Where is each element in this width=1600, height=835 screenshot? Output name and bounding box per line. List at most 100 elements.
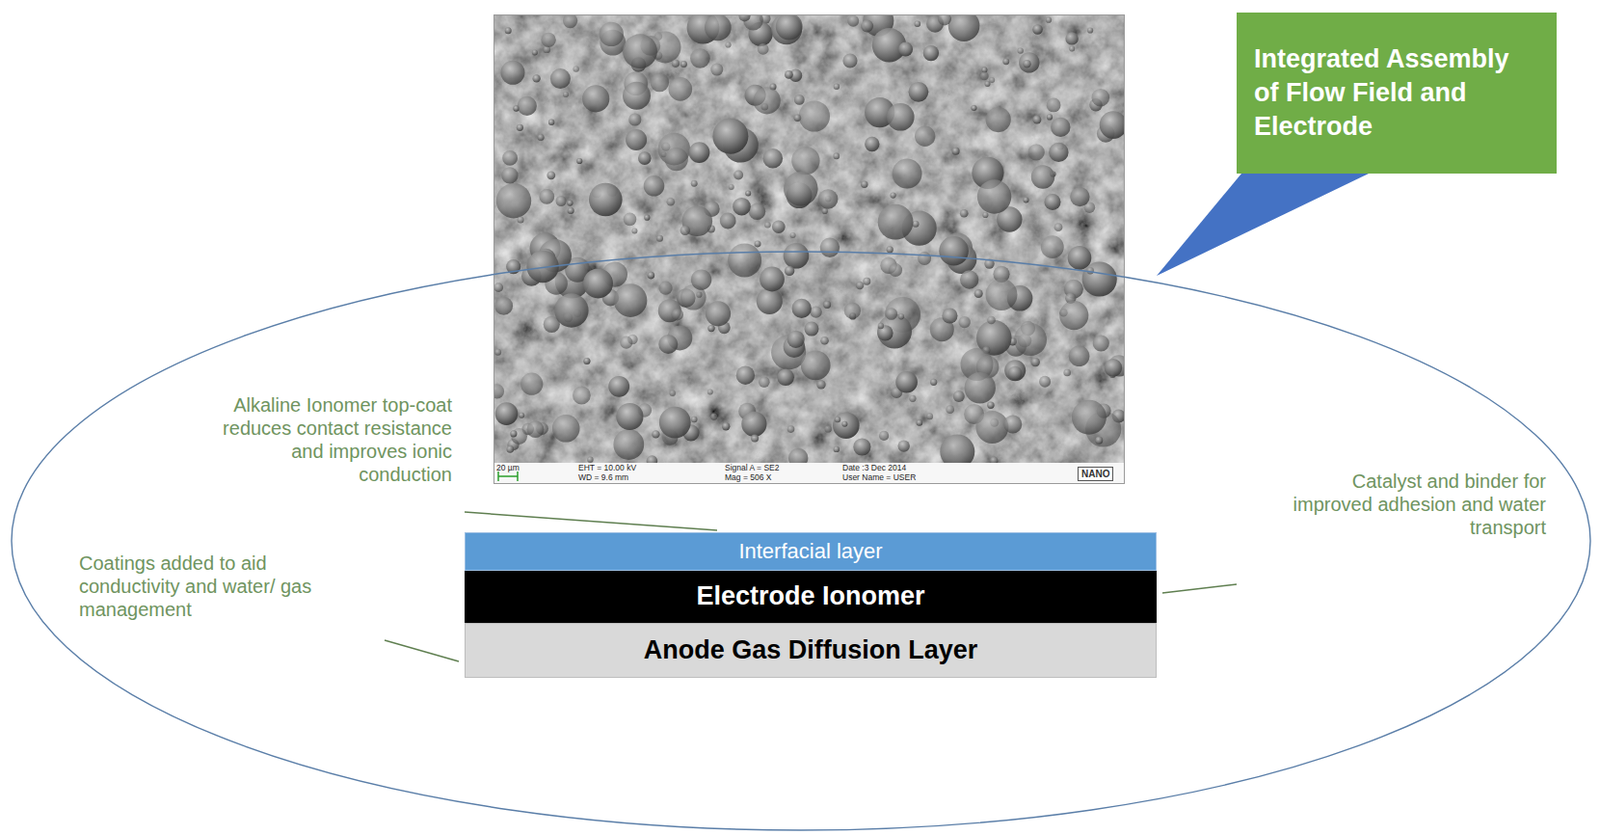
sem-grain <box>572 386 591 405</box>
sem-grain <box>615 402 643 430</box>
sem-grains <box>493 14 1125 463</box>
sem-grain <box>493 282 504 293</box>
assembly-ellipse <box>11 251 1591 830</box>
sem-grain <box>671 59 680 68</box>
sem-info: Mag = 506 X <box>724 473 772 482</box>
sem-grain <box>820 238 840 258</box>
sem-info: Date :3 Dec 2014 <box>842 463 907 473</box>
sem-grain <box>816 379 826 389</box>
sem-grain <box>794 94 805 106</box>
sem-grain <box>945 404 955 414</box>
sem-grain <box>721 422 730 430</box>
scale-bar <box>498 471 518 481</box>
sem-grain <box>502 150 518 166</box>
sem-grain <box>1099 110 1125 139</box>
sem-grain <box>804 321 820 337</box>
sem-grain <box>712 118 748 155</box>
sem-grain <box>833 153 841 160</box>
sem-grain <box>691 416 698 424</box>
sem-grain <box>833 446 840 453</box>
leader-line <box>464 511 718 531</box>
sem-info: EHT = 10.00 kV <box>578 463 637 473</box>
sem-grain <box>1004 359 1026 381</box>
sem-grain <box>834 416 841 423</box>
sem-grain <box>930 378 937 386</box>
leader-line <box>384 640 459 662</box>
sem-grain <box>986 316 996 325</box>
sem-grain <box>680 225 691 236</box>
sem-grain <box>763 148 784 169</box>
sem-grain <box>788 448 808 463</box>
sem-grain <box>505 26 512 34</box>
sem-grain <box>651 429 660 438</box>
sem-grain <box>736 366 755 385</box>
sem-grain <box>974 289 984 298</box>
sem-grain <box>941 307 958 323</box>
layer-band: Interfacial layer <box>464 532 1157 571</box>
sem-grain <box>517 96 537 116</box>
sem-grain <box>550 68 571 89</box>
sem-grain <box>540 32 556 48</box>
sem-grain <box>1054 222 1064 232</box>
sem-grain <box>986 401 994 409</box>
sem-grain <box>853 437 871 455</box>
sem-grain <box>619 336 633 349</box>
sem-grain <box>775 14 803 41</box>
sem-grain <box>847 15 859 27</box>
sem-grain <box>916 419 924 427</box>
sem-grain <box>494 348 502 356</box>
sem-grain <box>1068 346 1091 368</box>
sem-grain <box>689 141 711 163</box>
sem-grain <box>520 373 543 396</box>
sem-grain <box>895 371 918 394</box>
sem-grain <box>787 330 805 348</box>
sem-grain <box>1044 193 1062 211</box>
sem-grain <box>879 430 889 441</box>
sem-grain <box>532 74 540 82</box>
sem-grain <box>784 70 794 80</box>
sem-grain <box>745 190 751 197</box>
sem-grain <box>1032 24 1043 35</box>
annotation: Coatings added to aid conductivity and w… <box>79 551 369 621</box>
sem-grain <box>554 293 588 327</box>
sem-grain <box>552 414 581 443</box>
sem-grain <box>759 266 785 293</box>
layer-label: Interfacial layer <box>738 538 882 563</box>
sem-grain <box>666 197 676 207</box>
sem-grain <box>1068 46 1075 53</box>
sem-grain <box>1093 334 1110 351</box>
sem-grain <box>1059 300 1089 330</box>
sem-grain <box>707 324 715 332</box>
sem-grain <box>964 372 996 403</box>
sem-grain <box>493 383 505 399</box>
sem-grain <box>860 181 868 188</box>
sem-grain <box>953 390 965 402</box>
sem-grain <box>771 14 802 45</box>
sem-grain <box>1087 266 1094 274</box>
sem-grain <box>986 106 1012 133</box>
sem-grain <box>506 445 515 454</box>
sem-grain <box>546 170 556 180</box>
sem-grain <box>842 53 857 68</box>
sem-grain <box>622 33 658 69</box>
sem-grain <box>638 151 652 165</box>
sem-grain <box>690 48 711 69</box>
sem-grain <box>914 20 922 27</box>
sem-grain <box>1082 261 1118 296</box>
sem-grain <box>583 267 614 298</box>
sem-grain <box>841 421 848 427</box>
sem-grain <box>527 420 545 438</box>
sem-grain <box>732 197 751 216</box>
sem-grain <box>613 283 648 318</box>
sem-grain <box>720 213 737 230</box>
sem-grain <box>599 22 624 47</box>
sem-grain <box>501 166 518 184</box>
sem-grain <box>576 158 583 164</box>
sem-grain <box>537 133 545 141</box>
sem-grain <box>855 281 864 290</box>
sem-ground <box>493 14 1125 463</box>
sem-grain <box>1013 322 1047 356</box>
sem-grain <box>680 60 688 68</box>
sem-grain <box>1050 117 1070 137</box>
